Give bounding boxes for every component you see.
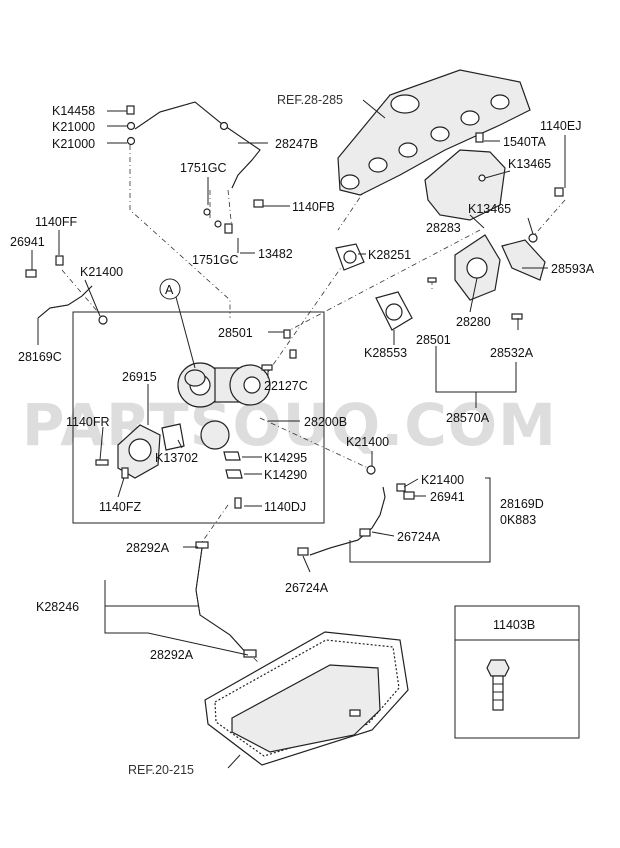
oil-return-pipe-left [37, 285, 93, 319]
gasket-k21400-left [98, 315, 108, 325]
oil-return-pipe-right [297, 465, 415, 556]
label-k28553[interactable]: K28553 [364, 346, 407, 360]
label-28532a[interactable]: 28532A [490, 346, 534, 360]
label-k13465-b[interactable]: K13465 [468, 202, 511, 216]
stud-28501-l [283, 329, 291, 339]
label-1140ff[interactable]: 1140FF [35, 215, 78, 229]
label-1140fb[interactable]: 1140FB [292, 200, 335, 214]
label-28292a-lower[interactable]: 28292A [150, 648, 194, 662]
label-28283[interactable]: 28283 [426, 221, 461, 235]
watermark-text: PARTSOUQ.COM [22, 391, 557, 459]
label-26941-left[interactable]: 26941 [10, 235, 45, 249]
clamp-k14295 [223, 451, 241, 461]
label-k14290[interactable]: K14290 [264, 468, 307, 482]
label-1140fr[interactable]: 1140FR [66, 415, 110, 429]
label-26915[interactable]: 26915 [122, 370, 157, 384]
callout-letter: A [165, 283, 174, 297]
oil-drain-hose [195, 541, 257, 658]
label-k13702[interactable]: K13702 [155, 451, 198, 465]
ref-manifold[interactable]: REF.28-285 [277, 93, 343, 107]
stud-28501-r [427, 277, 437, 283]
label-k14295[interactable]: K14295 [264, 451, 307, 465]
label-1540ta[interactable]: 1540TA [503, 135, 547, 149]
bolt-1140fz [121, 467, 129, 479]
label-k21400-mid[interactable]: K21400 [346, 435, 389, 449]
oil-pan [204, 631, 409, 766]
label-k14458[interactable]: K14458 [52, 104, 95, 118]
label-1140ej[interactable]: 1140EJ [540, 119, 581, 133]
heat-shield [424, 149, 506, 221]
label-1140dj[interactable]: 1140DJ [264, 500, 306, 514]
kit-box-11403b [454, 605, 580, 739]
gasket-k13702 [161, 423, 185, 451]
label-28593a[interactable]: 28593A [551, 262, 595, 276]
nut-k13465-a [478, 174, 486, 182]
label-26724a-lower[interactable]: 26724A [285, 581, 329, 595]
label-28200b[interactable]: 28200B [304, 415, 347, 429]
label-26724a-upper[interactable]: 26724A [397, 530, 441, 544]
banjo-bolts-top [126, 105, 264, 234]
label-28292a-upper[interactable]: 28292A [126, 541, 170, 555]
label-0k883[interactable]: 0K883 [500, 513, 536, 527]
label-26941-right[interactable]: 26941 [430, 490, 465, 504]
label-1751gc-a[interactable]: 1751GC [180, 161, 227, 175]
label-k21400-right[interactable]: K21400 [421, 473, 464, 487]
bolt-1140dj [234, 497, 242, 509]
stud-22127c [261, 364, 273, 371]
label-k13465-a[interactable]: K13465 [508, 157, 551, 171]
bolt-1140ff [55, 255, 64, 266]
label-28501-left[interactable]: 28501 [218, 326, 253, 340]
label-13482[interactable]: 13482 [258, 247, 293, 261]
label-28280[interactable]: 28280 [456, 315, 491, 329]
clamp-k14290 [225, 469, 243, 479]
nut-k13465-b [528, 233, 538, 243]
support-bracket [501, 239, 546, 281]
callout-circle [159, 278, 181, 300]
label-leaders [31, 99, 566, 769]
label-28247b[interactable]: 28247B [275, 137, 318, 151]
stud-22127c-2 [289, 349, 297, 359]
label-28570a[interactable]: 28570A [446, 411, 490, 425]
label-k21000-a[interactable]: K21000 [52, 120, 95, 134]
label-k28246[interactable]: K28246 [36, 600, 79, 614]
label-28501-right[interactable]: 28501 [416, 333, 451, 347]
exhaust-manifold [337, 69, 531, 196]
label-28169c[interactable]: 28169C [18, 350, 62, 364]
label-28169d[interactable]: 28169D [500, 497, 544, 511]
kit-box-title[interactable]: 11403B [493, 618, 535, 632]
turbo-assembly-frame [72, 311, 325, 524]
label-1140fz[interactable]: 1140FZ [99, 500, 142, 514]
label-22127c[interactable]: 22127C [264, 379, 308, 393]
turbocharger [177, 362, 271, 450]
label-k28251[interactable]: K28251 [368, 248, 411, 262]
label-k21400-left[interactable]: K21400 [80, 265, 123, 279]
label-1751gc-b[interactable]: 1751GC [192, 253, 239, 267]
bolt-1140fr [95, 459, 109, 466]
oil-feed-pipe [134, 101, 261, 189]
ref-oil-pan[interactable]: REF.20-215 [128, 763, 194, 777]
bolt-1540ta [475, 132, 484, 143]
bolt-26941-left [25, 269, 37, 278]
label-k21000-b[interactable]: K21000 [52, 137, 95, 151]
stud-28532a [511, 313, 523, 320]
bolt-1140ej [554, 187, 564, 197]
